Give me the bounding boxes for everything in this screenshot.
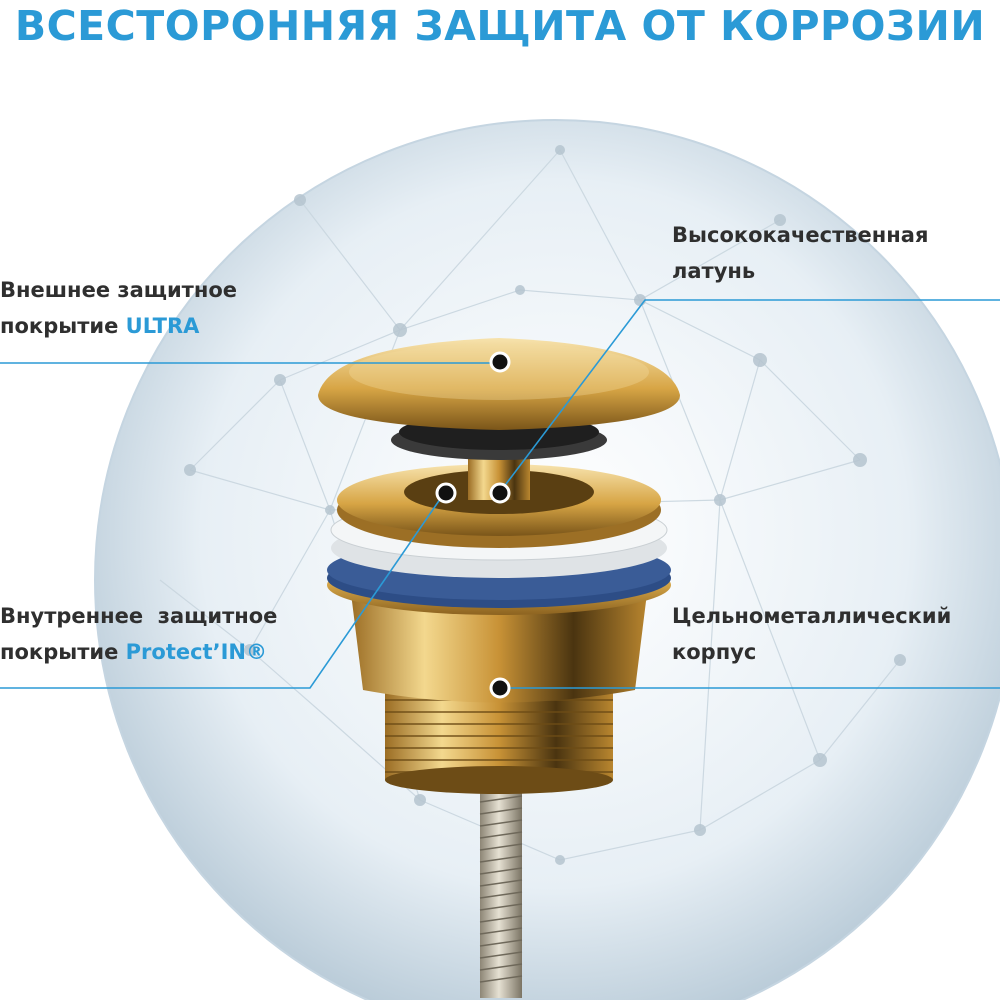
callout-inner-coating-prefix: покрытие [0,640,126,664]
callout-brass-line2: латунь [672,259,756,283]
callout-outer-coating-line1: Внешнее защитное [0,278,238,302]
brass-leader [499,299,1000,493]
callout-outer-coating: Внешнее защитное покрытие ULTRA [0,272,237,344]
brass-dot [489,482,511,504]
callout-body: Цельнометаллический корпус [672,598,951,670]
callout-brass-line1: Высококачественная [672,223,929,247]
callout-outer-coating-prefix: покрытие [0,314,126,338]
callout-inner-coating: Внутреннее защитное покрытие Protect’IN® [0,598,277,670]
callout-brass: Высококачественная латунь [672,217,928,289]
callout-outer-coating-brand: ULTRA [125,314,200,338]
callout-body-line1: Цельнометаллический [672,604,952,628]
inner-coating-dot [435,482,457,504]
outer-coating-dot [489,351,511,373]
callout-inner-coating-brand: Protect’IN® [125,640,267,664]
callout-inner-coating-line1: Внутреннее защитное [0,604,278,628]
callout-body-line2: корпус [672,640,757,664]
body-dot [489,677,511,699]
callout-outer-coating-line2: покрытие ULTRA [0,308,237,344]
callout-lines [0,299,1000,689]
callout-inner-coating-line2: покрытие Protect’IN® [0,634,277,670]
inner-coating-leader [0,491,446,689]
page-title: ВСЕСТОРОННЯЯ ЗАЩИТА ОТ КОРРОЗИИ [14,2,986,50]
callout-dots [435,351,511,699]
drain-plug-product-image [318,338,680,998]
